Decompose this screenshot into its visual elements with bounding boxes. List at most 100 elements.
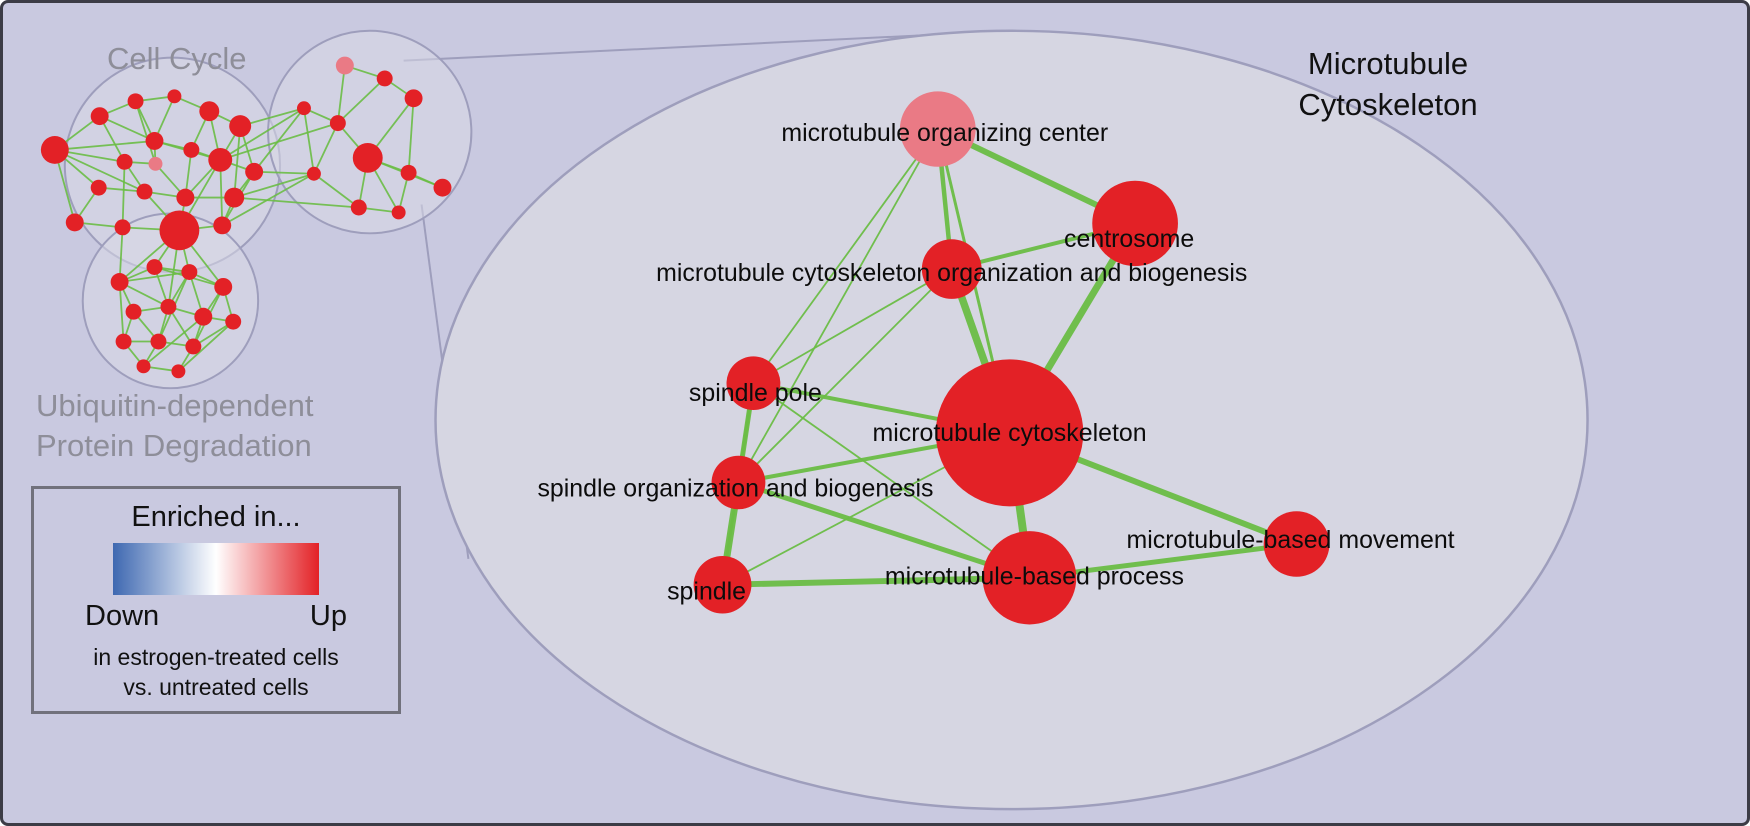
legend-title: Enriched in... [131, 501, 301, 533]
node-spindle-organization-and-biogenesis [711, 455, 766, 510]
node-spindle-pole [726, 356, 781, 411]
overview-edge [254, 170, 314, 175]
overview-edge [219, 122, 339, 161]
overview-edge [134, 101, 157, 165]
overview-node [160, 298, 177, 315]
overview-node [350, 199, 367, 216]
cluster-label-cell-cycle: Cell Cycle [107, 41, 247, 76]
overview-node [213, 216, 232, 235]
edge-microtubule-cytoskeleton-organization-and-biogenesis--spindle-organization-and-biogenesis [737, 268, 953, 484]
overview-edge [313, 122, 339, 175]
overview-node [136, 183, 153, 200]
overview-edge [336, 65, 346, 124]
edge-spindle--microtubule-based-process [722, 574, 1030, 588]
overview-node [194, 307, 213, 326]
node-centrosome [1092, 180, 1178, 267]
overview-node [376, 70, 393, 87]
overview-node [214, 277, 233, 296]
overview-node [306, 166, 321, 181]
overview-node [145, 132, 164, 150]
overview-node [245, 162, 264, 181]
ubiquitin-label-line2: Protein Degradation [36, 428, 312, 463]
edge-microtubule-cytoskeleton-organization-and-biogenesis--spindle-pole [752, 268, 953, 384]
edge-microtubule-organizing-center--spindle-organization-and-biogenesis [737, 128, 939, 483]
overview-edge [407, 98, 415, 173]
legend-caption-line2: vs. untreated cells [123, 674, 309, 700]
cluster-circle-microtubule-cytoskeleton [267, 29, 473, 235]
overview-node [110, 273, 129, 291]
overview-edge [234, 196, 359, 209]
overview-node [148, 156, 163, 171]
node-label-spindle: spindle [667, 578, 746, 606]
overview-node [185, 338, 202, 355]
overview-node [296, 101, 311, 116]
node-microtubule-cytoskeleton [935, 359, 1084, 507]
legend-down-label: Down [85, 600, 160, 632]
legend-gradient-bar [113, 543, 319, 595]
overview-node [176, 188, 195, 207]
overview-edge [142, 316, 204, 368]
overview-edge [177, 321, 234, 372]
overview-node [116, 153, 133, 170]
overview-node [167, 89, 182, 104]
overview-node [404, 89, 423, 108]
overview-edge [337, 77, 386, 124]
overview-node [114, 219, 131, 236]
overview-node [150, 333, 167, 350]
legend-endpoint-labels: Down Up [85, 600, 347, 633]
microtubule-title-line1: Microtubule [1307, 46, 1469, 81]
overview-edge [118, 227, 124, 283]
overview-node [171, 364, 186, 379]
overview-node [127, 93, 144, 110]
overview-node [115, 333, 132, 350]
node-label-spindle-pole: spindle pole [689, 379, 822, 407]
overview-edge [121, 161, 126, 228]
overview-node [159, 210, 200, 251]
node-label-microtubule-organizing-center: microtubule organizing center [781, 119, 1108, 147]
node-label-microtubule-based-process: microtubule-based process [885, 563, 1184, 591]
overview-node [136, 359, 151, 374]
legend-up-label: Up [309, 600, 347, 632]
overview-edge [313, 173, 360, 209]
overview-edge [233, 172, 315, 199]
node-label-centrosome: centrosome [1064, 225, 1194, 253]
overview-node [125, 303, 142, 320]
cluster-label-microtubule-cytoskeleton: Microtubule Cytoskeleton [1258, 43, 1518, 125]
overview-node [400, 164, 417, 181]
node-label-microtubule-based-movement: microtubule-based movement [1127, 526, 1455, 554]
overview-node [329, 115, 346, 132]
overview-node [229, 115, 252, 138]
cluster-label-ubiquitin: Ubiquitin-dependent Protein Degradation [36, 386, 314, 466]
node-label-spindle-organization-and-biogenesis: spindle organization and biogenesis [537, 474, 933, 502]
overview-edge [239, 107, 305, 127]
network-svg: microtubule organizing center centrosome m… [40, 29, 1589, 811]
legend-caption-line1: in estrogen-treated cells [93, 644, 339, 670]
zoom-connector-line [403, 32, 955, 62]
overview-node [225, 313, 242, 330]
legend: Enriched in... Down Up in estrogen-treat… [31, 486, 401, 714]
overview-node [183, 141, 200, 158]
overview-node [65, 213, 84, 232]
node-microtubule-cytoskeleton-organization-and-biogenesis [921, 239, 982, 299]
node-label-microtubule-cytoskeleton: microtubule cytoskeleton [872, 419, 1146, 447]
node-label-microtubule-cytoskeleton-organization-and-biogenesis: microtubule cytoskeleton organization an… [656, 259, 1247, 287]
overview-node [199, 101, 220, 122]
node-spindle [693, 555, 752, 614]
overview-edge [54, 149, 145, 193]
overview-edge [99, 115, 155, 142]
edge-microtubule-organizing-center--spindle-pole [752, 128, 939, 384]
overview-node [90, 107, 109, 126]
overview-node [335, 56, 354, 75]
microtubule-title-line2: Cytoskeleton [1298, 87, 1478, 122]
overview-node [224, 187, 245, 208]
overview-edge [233, 126, 242, 198]
edge-spindle-organization-and-biogenesis--microtubule-based-process [737, 480, 1031, 581]
overview-edge [54, 140, 155, 151]
overview-node [391, 205, 406, 220]
overview-edge [221, 172, 315, 227]
overview-node [146, 259, 163, 276]
node-microtubule-based-movement [1263, 511, 1330, 577]
overview-node [40, 136, 69, 164]
overview-node [181, 264, 198, 280]
